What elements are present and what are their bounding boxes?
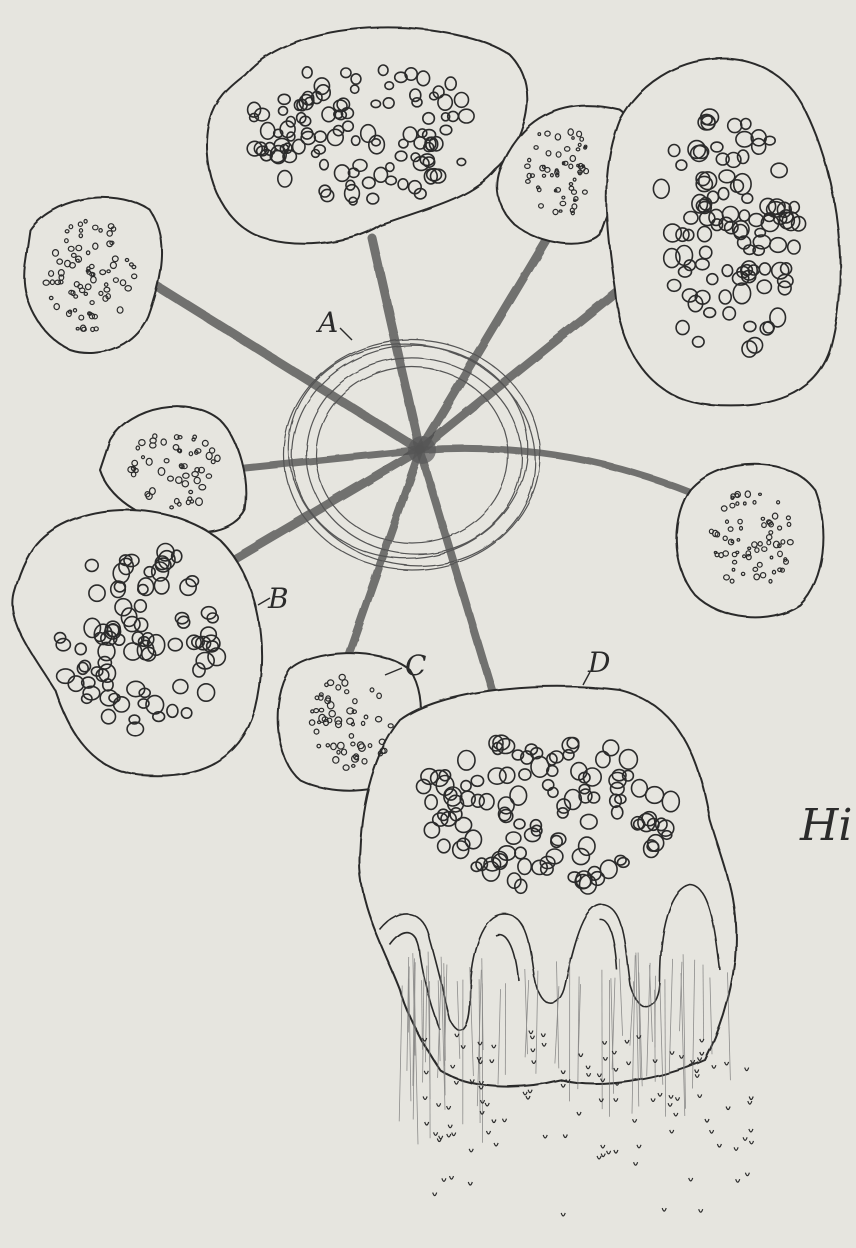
drip-mark — [745, 1173, 749, 1176]
drip-mark — [607, 1151, 611, 1154]
drip-mark — [749, 1097, 753, 1100]
drip-mark — [469, 1149, 473, 1152]
drip-mark — [561, 1084, 565, 1087]
drip-mark — [614, 1098, 618, 1101]
drip-mark — [543, 1135, 547, 1138]
drapery-hatch — [430, 981, 431, 1138]
stalk-d — [420, 450, 495, 700]
drip-mark — [437, 1103, 441, 1106]
drip-mark — [448, 1125, 452, 1128]
drip-mark — [637, 1145, 641, 1148]
label-b: B — [267, 582, 289, 615]
drip-mark — [523, 1092, 527, 1095]
drip-mark — [439, 1136, 443, 1139]
drip-mark — [670, 1130, 674, 1133]
drip-mark — [485, 1103, 489, 1106]
drip-mark — [705, 1119, 709, 1122]
drip-mark — [710, 1130, 714, 1133]
drip-mark — [447, 1134, 451, 1137]
drip-mark — [450, 1176, 454, 1179]
drip-mark — [597, 1156, 601, 1159]
drip-mark — [750, 1141, 754, 1144]
drip-mark — [454, 1081, 458, 1084]
head-right-small — [676, 464, 823, 618]
label-c: C — [405, 649, 426, 682]
drip-mark — [734, 1147, 738, 1150]
drip-mark — [726, 1107, 730, 1110]
label-d: D — [587, 646, 610, 679]
drip-mark — [487, 1131, 491, 1134]
drip-mark — [736, 1179, 740, 1182]
drip-mark — [601, 1154, 605, 1157]
drip-mark — [424, 1071, 428, 1074]
drip-mark — [452, 1133, 456, 1136]
drip-mark — [689, 1178, 693, 1181]
drip-mark — [698, 1094, 702, 1097]
drip-mark — [434, 1132, 438, 1135]
drip-mark — [479, 1086, 483, 1089]
drip-mark — [676, 1097, 680, 1100]
drip-mark — [614, 1150, 618, 1153]
drip-mark — [717, 1144, 721, 1147]
drip-mark — [725, 1062, 729, 1065]
drip-mark — [563, 1135, 567, 1138]
ring-hub — [408, 436, 436, 464]
head-top — [207, 27, 527, 243]
stalk-upper-right-large — [420, 285, 625, 450]
drip-mark — [695, 1074, 699, 1077]
drip-mark — [526, 1096, 530, 1099]
drip-mark — [492, 1120, 496, 1123]
drip-mark — [433, 1193, 437, 1196]
drip-mark — [601, 1145, 605, 1148]
drip-mark — [668, 1103, 672, 1106]
signature: Hi — [799, 800, 852, 851]
drip-mark — [447, 1106, 451, 1109]
drip-mark — [712, 1065, 716, 1068]
drip-mark — [468, 1182, 472, 1185]
drip-mark — [662, 1208, 666, 1211]
drip-mark — [674, 1113, 678, 1116]
drip-mark — [695, 1070, 699, 1073]
head-upper-right-large — [606, 59, 840, 406]
drip-mark — [442, 1178, 446, 1181]
drip-mark — [748, 1101, 752, 1104]
stalk-right — [420, 448, 690, 492]
drip-mark — [743, 1137, 747, 1140]
drip-mark — [599, 1099, 603, 1102]
drip-mark — [494, 1143, 498, 1146]
drip-mark — [561, 1213, 565, 1216]
drip-mark — [651, 1098, 655, 1101]
drip-mark — [423, 1096, 427, 1099]
drip-mark — [425, 1122, 429, 1125]
drip-mark — [669, 1095, 673, 1098]
drip-mark — [745, 1068, 749, 1071]
drip-mark — [528, 1090, 532, 1093]
label-a: A — [315, 306, 338, 339]
drip-mark — [577, 1112, 581, 1115]
head-upper-left — [24, 197, 161, 353]
drip-mark — [634, 1162, 638, 1165]
drapery-hatch — [399, 986, 402, 1122]
drip-mark — [633, 1119, 637, 1122]
drip-mark — [658, 1093, 662, 1096]
drip-mark — [749, 1129, 753, 1132]
drip-mark — [503, 1119, 507, 1122]
drip-mark — [699, 1209, 703, 1212]
